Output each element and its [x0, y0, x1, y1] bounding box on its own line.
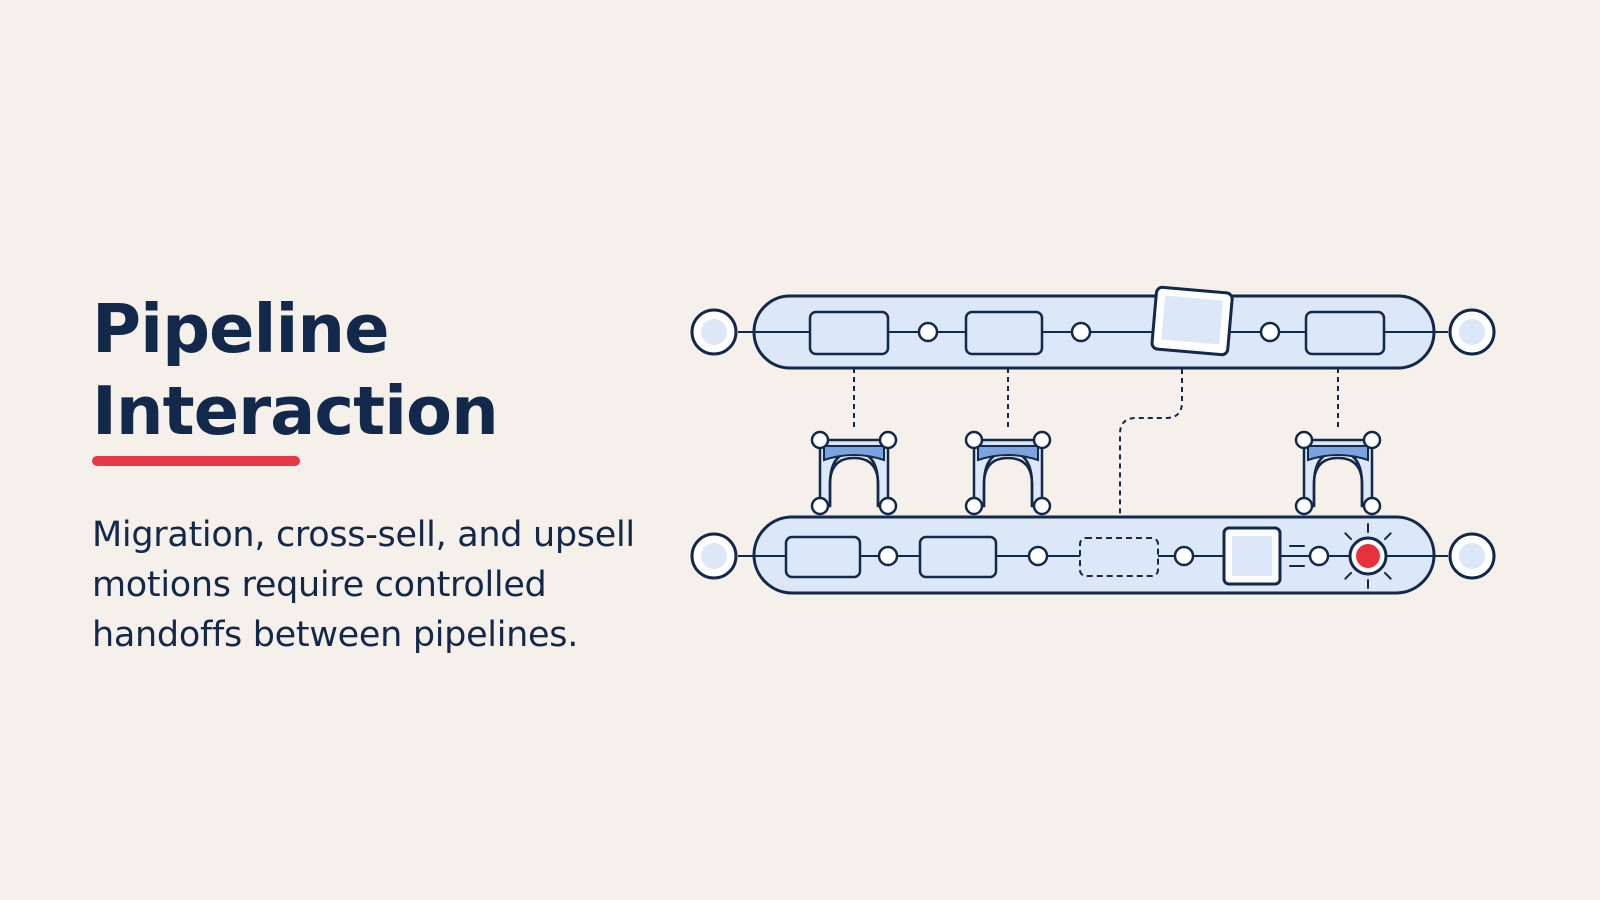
bridge-gate-3 [1294, 430, 1382, 516]
pulse-ray-2 [1383, 571, 1392, 580]
bottom-junction-dot-2 [1027, 545, 1049, 567]
bridge-gate-rivet-2 [1362, 430, 1382, 450]
bridge-gate-rivet-1 [810, 430, 830, 450]
alert-pulse-icon [1335, 523, 1401, 589]
pulse-core [1356, 544, 1380, 568]
bridge-gate-arch [982, 456, 1034, 506]
bottom-junction-dot-3 [1173, 545, 1195, 567]
bottom-square-stage-panel [1232, 536, 1272, 576]
pulse-ray-4 [1344, 571, 1353, 580]
bridge-gate-rivet-3 [964, 496, 984, 516]
bridge-gate-rivet-4 [878, 496, 898, 516]
pulse-ray-6 [1344, 532, 1353, 541]
bridge-gate-rivet-2 [878, 430, 898, 450]
top-tilted-stage-box [1150, 285, 1234, 357]
subtitle-line-2: motions require controlled [92, 565, 547, 605]
bottom-junction-dot-4 [1308, 545, 1330, 567]
slide-title: Pipeline Interaction [92, 288, 672, 452]
title-accent-underline [92, 456, 300, 466]
top-junction-dot-3 [1259, 321, 1281, 343]
pulse-ray-8 [1383, 532, 1392, 541]
subtitle-line-1: Migration, cross-sell, and upsell [92, 515, 635, 555]
tilted-box-panel [1161, 295, 1223, 345]
top-pipeline-start-node-core [701, 319, 727, 345]
top-pipeline [690, 285, 1496, 370]
top-stage-box-2 [964, 310, 1044, 356]
bottom-pending-dashed-box [1079, 537, 1159, 577]
pipeline-interaction-diagram [690, 285, 1496, 595]
subtitle-line-3: handoffs between pipelines. [92, 615, 579, 655]
bridge-gate-band [977, 445, 1039, 462]
speed-lines-icon [1289, 545, 1305, 567]
bridge-gate-rivet-3 [810, 496, 830, 516]
bridge-gate-rivet-3 [1294, 496, 1314, 516]
top-pipeline-end-node-core [1459, 319, 1485, 345]
bridge-gate-arch [1312, 456, 1364, 506]
text-block: Pipeline Interaction Migration, cross-se… [92, 288, 672, 660]
bridge-gate-rivet-2 [1032, 430, 1052, 450]
bridge-gate-rivet-4 [1032, 496, 1052, 516]
title-line-2: Interaction [92, 372, 499, 450]
bridge-gate-arch [828, 456, 880, 506]
bottom-pipeline-start-node-core [701, 543, 727, 569]
bottom-junction-dot-1 [877, 545, 899, 567]
top-junction-dot-1 [917, 321, 939, 343]
bridge-gate-band [823, 445, 885, 462]
bridge-gate-rivet-1 [1294, 430, 1314, 450]
top-stage-box-4 [1304, 310, 1386, 356]
title-line-1: Pipeline [92, 290, 390, 368]
handoff-dashed-path [1119, 360, 1183, 530]
top-stage-box-1 [808, 310, 890, 356]
bottom-pipeline [690, 515, 1496, 595]
bottom-stage-box-2 [918, 535, 998, 579]
bridge-gate-band [1307, 445, 1369, 462]
bridge-gate-1 [810, 430, 898, 516]
bridge-gate-2 [964, 430, 1052, 516]
bridge-gate-rivet-1 [964, 430, 984, 450]
top-junction-dot-2 [1070, 321, 1092, 343]
bridge-gate-rivet-4 [1362, 496, 1382, 516]
bottom-stage-box-1 [784, 535, 862, 579]
slide-subtitle: Migration, cross-sell, and upsell motion… [92, 510, 672, 660]
bottom-pipeline-end-node-core [1459, 543, 1485, 569]
